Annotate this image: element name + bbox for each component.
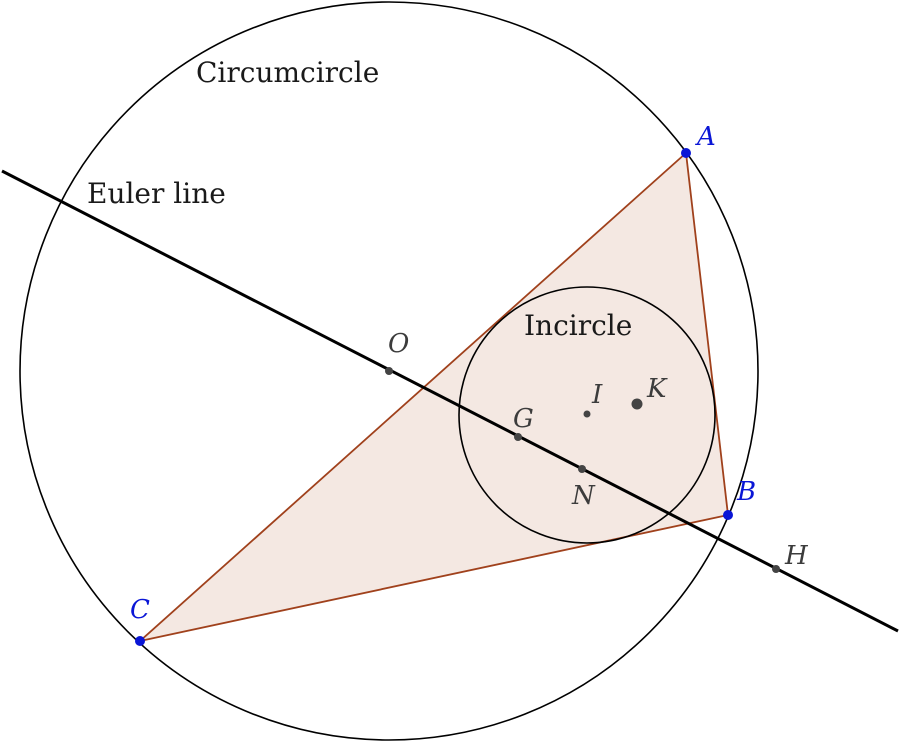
label-a: A [695, 122, 716, 152]
label-g: G [513, 404, 534, 434]
label-i: I [591, 380, 603, 410]
circumcircle [19, 1, 759, 741]
point-g [514, 433, 522, 441]
point-h [772, 565, 780, 573]
label-n: N [571, 481, 596, 511]
incircle-label: Incircle [524, 309, 632, 342]
label-b: B [736, 477, 756, 507]
label-k: K [646, 374, 668, 404]
label-o: O [388, 329, 409, 359]
euler-line [1, 169, 899, 633]
euler-line-label: Euler line [87, 177, 226, 210]
point-k [631, 398, 643, 410]
point-b [723, 510, 733, 520]
point-n [578, 465, 586, 473]
label-h: H [784, 541, 809, 571]
point-c [135, 636, 145, 646]
incircle [458, 286, 716, 544]
circumcircle-label: Circumcircle [196, 56, 379, 89]
triangle-abc [139, 152, 729, 642]
point-a [681, 148, 691, 158]
point-o [385, 367, 393, 375]
label-c: C [130, 595, 150, 625]
point-i [583, 410, 591, 418]
